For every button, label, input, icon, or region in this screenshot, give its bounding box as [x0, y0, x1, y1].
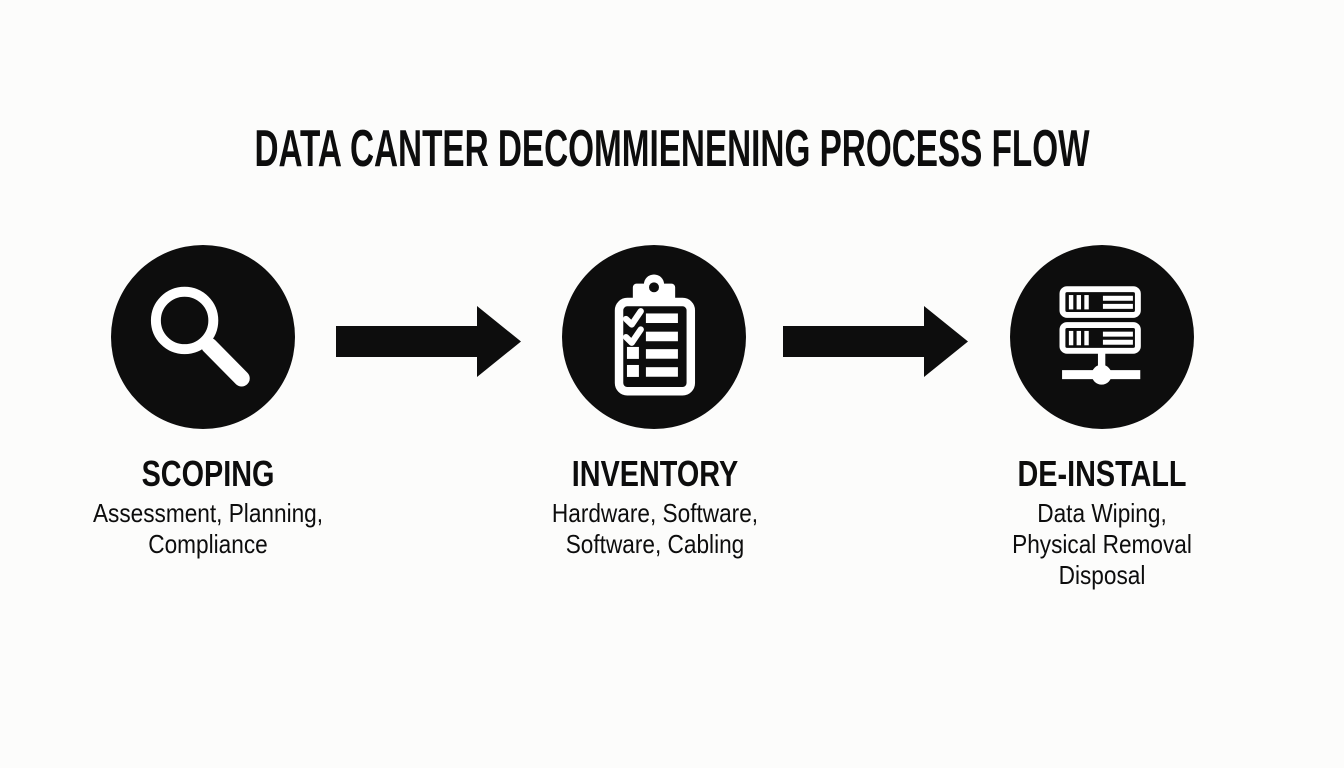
inventory-step-badge: [562, 245, 746, 429]
step-name-scoping: SCOPING: [141, 453, 275, 494]
step-detail-line: Hardware, Software,: [551, 498, 759, 528]
scoping-step-badge: [111, 245, 295, 429]
clipboard-checklist-icon: [614, 274, 696, 396]
step-detail-deinstall: Data Wiping, Physical Removal Disposal: [945, 498, 1258, 591]
step-detail-line: Disposal: [1058, 560, 1146, 590]
flow-arrow-icon: [336, 306, 521, 377]
step-name-deinstall: DE-INSTALL: [1017, 453, 1187, 494]
step-name-inventory: INVENTORY: [571, 453, 739, 494]
magnifier-icon: [150, 286, 250, 387]
flow-arrow-icon: [783, 306, 968, 377]
step-detail-line: Software, Cabling: [565, 529, 745, 559]
step-detail-scoping: Assessment, Planning, Compliance: [51, 498, 364, 560]
step-detail-line: Data Wiping,: [1037, 498, 1167, 528]
step-detail-line: Assessment, Planning,: [92, 498, 324, 528]
deinstall-step-badge: [1010, 245, 1194, 429]
diagram-title: DATA CANTER DECOMMIENENING PROCESS FLOW: [254, 120, 1090, 178]
server-rack-icon: [1059, 286, 1141, 385]
step-detail-line: Compliance: [148, 529, 268, 559]
step-detail-inventory: Hardware, Software, Software, Cabling: [498, 498, 811, 560]
step-detail-line: Physical Removal: [1012, 529, 1192, 559]
